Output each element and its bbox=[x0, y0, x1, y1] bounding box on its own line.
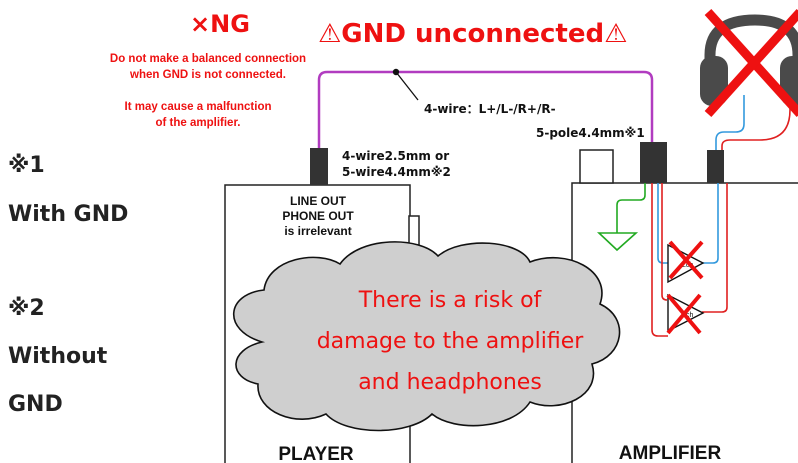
amp-r-cross bbox=[666, 293, 702, 335]
amplifier-label: AMPLIFIER bbox=[619, 443, 722, 463]
player-note-line2: PHONE OUT bbox=[282, 209, 354, 223]
warning-line-3: It may cause a malfunction bbox=[125, 101, 272, 113]
ng-label: ×NG bbox=[190, 10, 250, 38]
amp-headphone-jack bbox=[707, 150, 724, 183]
amp-input-jack bbox=[579, 149, 614, 184]
wire-red-1 bbox=[651, 183, 668, 337]
cloud-line-1: There is a risk of bbox=[358, 288, 543, 313]
gnd-wire bbox=[616, 183, 646, 233]
note-2-text-line1: Without bbox=[8, 344, 108, 369]
player-note-line1: LINE OUT bbox=[290, 194, 347, 208]
wire-red-2 bbox=[661, 183, 668, 301]
wire-red-3 bbox=[702, 183, 728, 313]
headphones-cross bbox=[704, 8, 798, 118]
amp-jack-label: 5-pole4.4mm※1 bbox=[536, 126, 645, 140]
player-jack-label-line1: 4-wire2.5mm or bbox=[342, 149, 449, 163]
note-1-mark: ※1 bbox=[8, 153, 45, 178]
amp-l-cross bbox=[668, 240, 704, 280]
warning-cloud bbox=[232, 241, 621, 432]
warning-line-4: of the amplifier. bbox=[156, 117, 241, 129]
warning-line-2: when GND is not connected. bbox=[129, 69, 286, 81]
warning-line-1: Do not make a balanced connection bbox=[110, 53, 306, 65]
amp-l-label: Lch bbox=[682, 262, 693, 269]
player-label: PLAYER bbox=[278, 444, 354, 463]
headphone-cable-red bbox=[721, 95, 791, 150]
headphone-cable-blue bbox=[715, 95, 745, 150]
cloud-line-3: and headphones bbox=[358, 370, 542, 395]
balanced-cable bbox=[317, 70, 654, 150]
player-jack-label-line2: 5-wire4.4mm※2 bbox=[342, 165, 451, 179]
note-2-mark: ※2 bbox=[8, 296, 45, 321]
note-2-text-line2: GND bbox=[8, 392, 63, 417]
wire-label: 4-wire：L+/L-/R+/R- bbox=[424, 102, 556, 116]
wire-blue-1 bbox=[657, 183, 668, 264]
cloud-line-2: damage to the amplifier bbox=[317, 329, 585, 354]
player-note-line3: is irrelevant bbox=[284, 224, 351, 238]
amp-balanced-jack bbox=[640, 142, 667, 183]
note-1-text: With GND bbox=[8, 202, 128, 227]
player-jack bbox=[310, 148, 328, 185]
gnd-unconnected-title: ⚠GND unconnected⚠ bbox=[318, 19, 627, 49]
wire-blue-2 bbox=[702, 183, 719, 264]
wire-label-leader bbox=[395, 71, 419, 101]
gnd-symbol bbox=[596, 232, 639, 252]
